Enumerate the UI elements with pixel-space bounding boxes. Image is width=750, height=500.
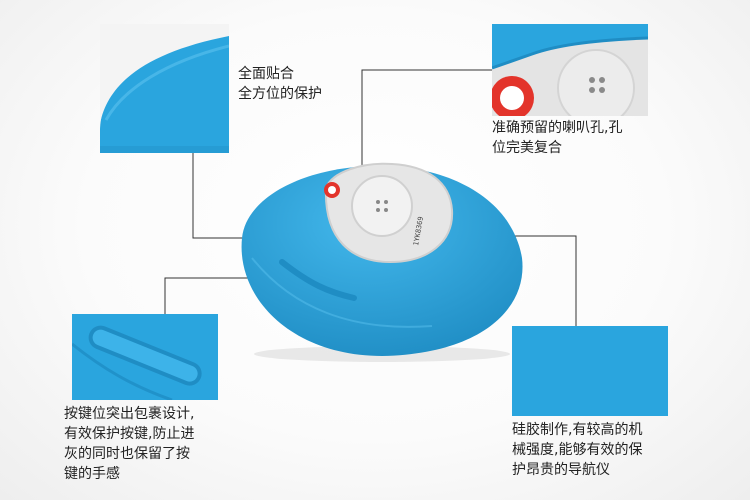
zoom-speaker-image xyxy=(492,24,648,116)
caption-full-fit: 全面贴合 全方位的保护 xyxy=(238,66,322,102)
leader-buttons xyxy=(164,277,282,314)
leader-speaker xyxy=(361,69,492,180)
zoom-button-image xyxy=(72,314,218,400)
caption-silicone: 硅胶制作,有较高的机 械强度,能够有效的保 护昂贵的导航仪 xyxy=(512,422,643,478)
navigator-case-product: 1YK8369 xyxy=(232,158,528,364)
caption-speaker-hole: 准确预留的喇叭孔,孔 位完美复合 xyxy=(492,120,623,156)
zoom-silicone-image xyxy=(512,326,668,416)
zoom-corner-image xyxy=(100,24,229,153)
caption-buttons: 按键位突出包裹设计, 有效保护按键,防止进 灰的同时也保留了按 键的手感 xyxy=(64,406,195,482)
